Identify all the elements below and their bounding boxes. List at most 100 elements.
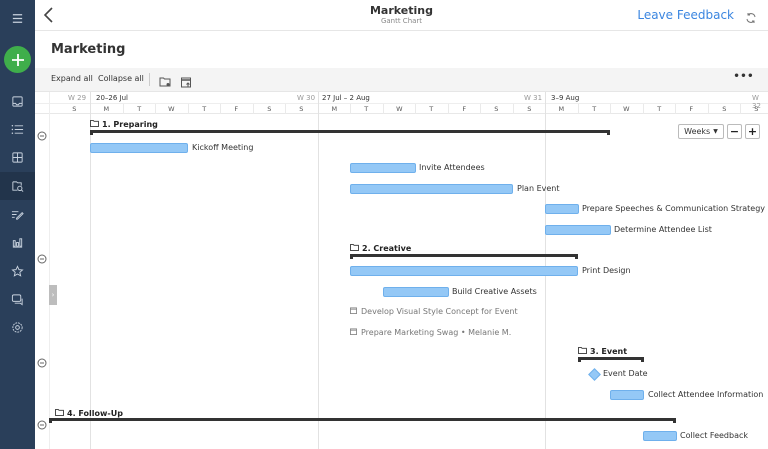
day-label: T — [429, 105, 434, 113]
day-label: F — [689, 105, 694, 113]
task-label: Collect Attendee Information — [648, 390, 764, 399]
task-label: Develop Visual Style Concept for Event — [361, 307, 518, 316]
day-label: T — [364, 105, 369, 113]
task-bar[interactable] — [545, 204, 579, 214]
star-icon[interactable] — [0, 257, 35, 285]
group-label: 1. Preparing — [102, 120, 158, 129]
task-label: Kickoff Meeting — [192, 143, 254, 152]
task-bar[interactable] — [383, 287, 449, 297]
calendar-export-icon[interactable] — [180, 73, 192, 88]
day-label: F — [462, 105, 467, 113]
day-label: T — [137, 105, 142, 113]
group-row[interactable]: 1. Preparing — [90, 120, 158, 129]
group-summary-bar[interactable] — [578, 357, 644, 362]
task-bar[interactable] — [545, 225, 611, 235]
edit-notes-icon[interactable] — [0, 200, 35, 228]
top-bar: Marketing Gantt Chart Leave Feedback — [35, 0, 768, 31]
collapse-group-icon[interactable] — [37, 415, 47, 430]
expand-all-button[interactable]: Expand all — [51, 74, 93, 83]
toolbar: Expand all Collapse all ••• — [35, 68, 768, 92]
toolbar-divider — [149, 73, 150, 86]
add-group-icon[interactable] — [159, 73, 171, 87]
sync-icon[interactable] — [745, 9, 757, 23]
menu-icon[interactable] — [0, 4, 35, 32]
day-divider — [123, 104, 124, 114]
group-row[interactable]: 4. Follow-Up — [55, 409, 123, 418]
zoom-controls: Weeks ▼ − + — [678, 124, 760, 139]
settings-icon[interactable] — [0, 313, 35, 341]
more-options-button[interactable]: ••• — [733, 71, 754, 82]
inbox-icon[interactable] — [0, 87, 35, 115]
day-label: S — [494, 105, 499, 113]
search-projects-icon[interactable] — [0, 172, 35, 200]
day-divider — [188, 104, 189, 114]
window-subtitle: Gantt Chart — [380, 17, 423, 25]
folder-icon — [350, 244, 359, 253]
task-label: Invite Attendees — [419, 163, 485, 172]
day-label: T — [202, 105, 207, 113]
zoom-level-select[interactable]: Weeks ▼ — [678, 124, 724, 139]
panel-resize-handle[interactable]: › — [49, 285, 57, 305]
messages-icon[interactable] — [0, 285, 35, 313]
leave-feedback-link[interactable]: Leave Feedback — [637, 8, 734, 22]
group-summary-bar[interactable] — [49, 418, 676, 423]
day-label: S — [299, 105, 304, 113]
reports-icon[interactable] — [0, 228, 35, 256]
group-label: 3. Event — [590, 347, 628, 356]
week-label: 3–9 Aug — [551, 94, 580, 102]
unscheduled-task[interactable]: Prepare Marketing Swag • Melanie M. — [350, 328, 511, 337]
add-button[interactable] — [4, 46, 31, 73]
day-divider — [220, 104, 221, 114]
week-divider — [90, 92, 91, 449]
sidebar — [0, 0, 35, 449]
task-label: Collect Feedback — [680, 431, 749, 440]
task-bar[interactable] — [350, 266, 578, 276]
week-label: 20–26 Jul — [96, 94, 128, 102]
task-bar[interactable] — [90, 143, 188, 153]
folder-icon — [55, 409, 64, 418]
task-bar[interactable] — [610, 390, 644, 400]
group-row[interactable]: 2. Creative — [350, 244, 411, 253]
day-divider — [253, 104, 254, 114]
task-bar[interactable] — [643, 431, 677, 441]
window-title: Marketing — [369, 4, 433, 17]
day-divider — [708, 104, 709, 114]
task-label: Prepare Marketing Swag • Melanie M. — [361, 328, 512, 337]
milestone-diamond[interactable] — [588, 368, 601, 381]
day-label: S — [72, 105, 77, 113]
day-divider — [513, 104, 514, 114]
collapse-group-icon[interactable] — [37, 126, 47, 141]
day-divider — [675, 104, 676, 114]
gantt-chart: W 29 20–26 Jul W 30 27 Jul – 2 Aug W 31 … — [35, 92, 768, 449]
day-label: S — [722, 105, 727, 113]
collapse-group-icon[interactable] — [37, 353, 47, 368]
day-label: S — [267, 105, 272, 113]
day-label: M — [558, 105, 565, 113]
day-divider — [155, 104, 156, 114]
back-icon[interactable] — [41, 6, 57, 24]
day-divider — [480, 104, 481, 114]
day-divider — [448, 104, 449, 114]
unscheduled-task[interactable]: Develop Visual Style Concept for Event — [350, 307, 518, 316]
day-label: W — [396, 105, 403, 113]
week-label: 27 Jul – 2 Aug — [322, 94, 370, 102]
day-divider — [285, 104, 286, 114]
day-header-row: S M T W T F S S M T W T F S S M T W T F … — [35, 104, 768, 114]
zoom-out-button[interactable]: − — [727, 124, 742, 139]
group-summary-bar[interactable] — [350, 254, 578, 259]
list-icon[interactable] — [0, 115, 35, 143]
day-divider — [643, 104, 644, 114]
day-divider — [578, 104, 579, 114]
collapse-all-button[interactable]: Collapse all — [98, 74, 144, 83]
collapse-group-icon[interactable] — [37, 249, 47, 264]
group-row[interactable]: 3. Event — [578, 347, 627, 356]
zoom-in-button[interactable]: + — [745, 124, 760, 139]
day-divider — [350, 104, 351, 114]
group-summary-bar[interactable] — [90, 130, 610, 135]
group-label: 4. Follow-Up — [67, 409, 123, 418]
task-bar[interactable] — [350, 184, 513, 194]
week-number: W 32 — [752, 94, 761, 110]
task-bar[interactable] — [350, 163, 416, 173]
dashboard-icon[interactable] — [0, 143, 35, 171]
day-label: M — [103, 105, 110, 113]
